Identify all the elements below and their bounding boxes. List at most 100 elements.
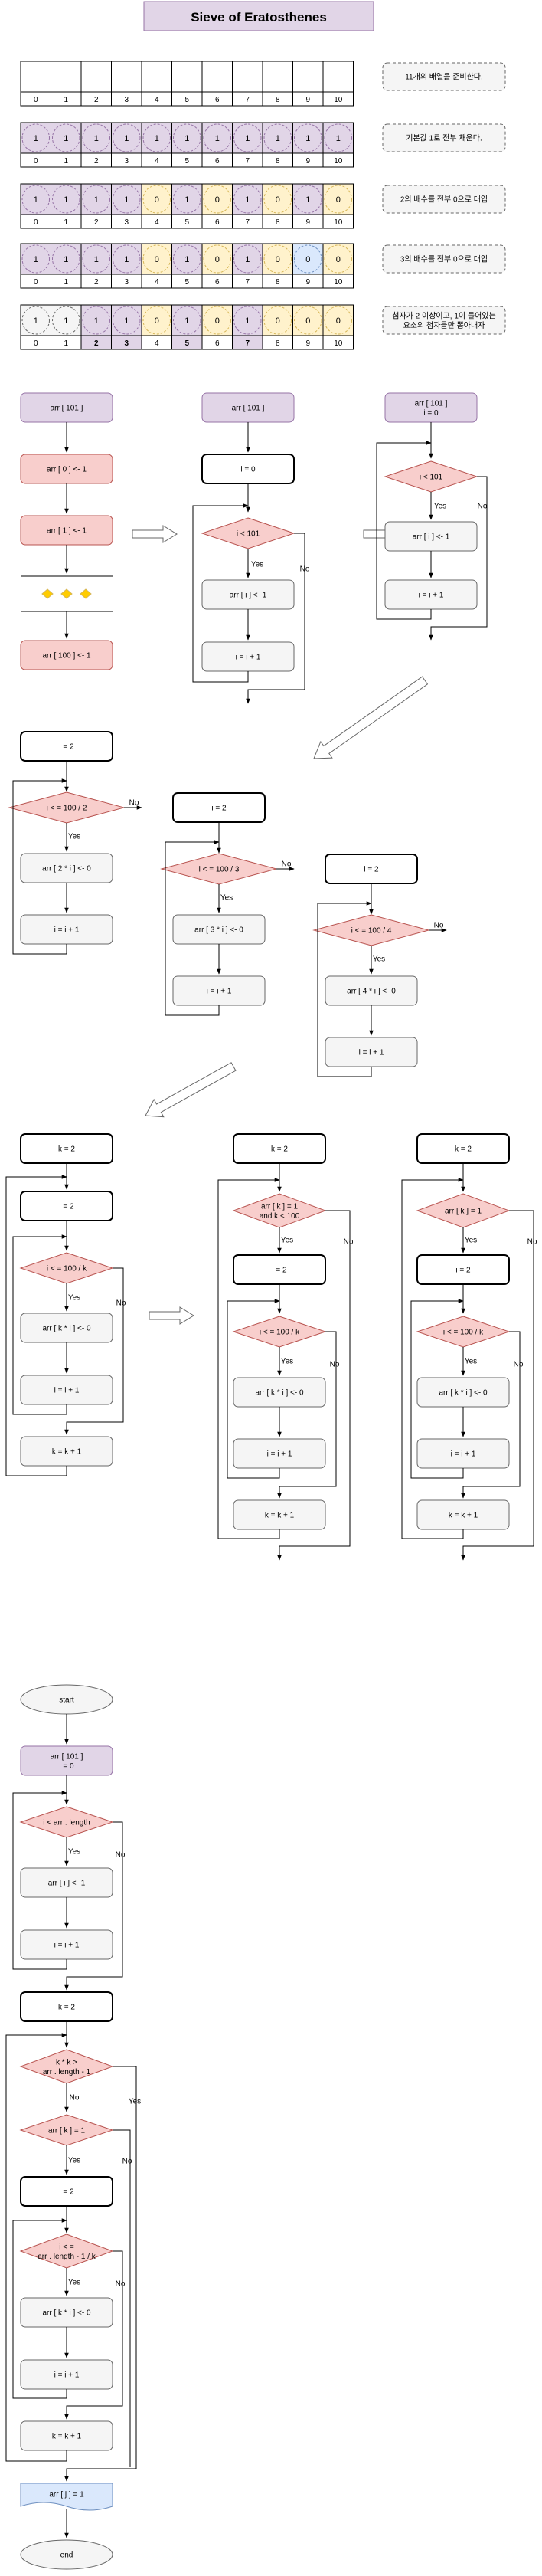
array-cell-value: 1 [34, 195, 38, 205]
array-cell [171, 304, 203, 336]
array-index: 1 [64, 339, 68, 348]
array-index: 5 [184, 278, 189, 287]
exit-line [461, 1210, 534, 1561]
array-index: 8 [276, 157, 280, 166]
array-cell-value: 1 [245, 134, 250, 143]
array-cell-value: 1 [94, 316, 99, 326]
exit-line [429, 476, 488, 641]
arr1-box-label: arr [ 1 ] <- 1 [47, 527, 87, 536]
array-cell-marker [233, 123, 262, 152]
arr101-i0-box-label: i = 0 [423, 409, 439, 418]
array-cell-marker [263, 306, 292, 335]
array-cell-marker [294, 244, 322, 274]
array-cell-marker [294, 306, 322, 335]
assign-box-k-label: arr [ k * i ] <- 0 [42, 1325, 91, 1333]
len-k-diamond-label: i < = [59, 2243, 74, 2251]
array-cell [232, 122, 263, 154]
array-cell-marker [203, 244, 231, 274]
exit-line [64, 2250, 123, 2420]
array-index-cell [322, 91, 354, 107]
loop-line [227, 1299, 280, 1479]
array-index: 8 [276, 218, 280, 227]
array-index: 7 [245, 278, 250, 287]
array-cell [201, 183, 233, 215]
yes-label: Yes [68, 2279, 80, 2287]
end-label: end [60, 2551, 73, 2560]
i-inc-box-2-label: i = i + 1 [419, 592, 444, 600]
array-cell-marker [233, 185, 262, 214]
array-cell-marker [324, 185, 352, 214]
array-cell-marker [82, 306, 110, 335]
arr0-box-label: arr [ 0 ] <- 1 [47, 466, 87, 474]
i-inc-box-final-label: i = i + 1 [54, 1942, 80, 1950]
array-cell-value: 1 [124, 195, 129, 205]
array-cell-marker [294, 123, 322, 152]
arr101-i0-box-label: arr [ 101 ] [415, 399, 448, 408]
array-cell-marker [203, 185, 231, 214]
k2-box-a-label: k = 2 [271, 1145, 288, 1154]
array-cell [262, 61, 293, 93]
array-cell-marker [52, 123, 80, 152]
array-index: 10 [334, 157, 343, 166]
array-index: 10 [334, 96, 343, 104]
no-label: No [122, 2158, 132, 2166]
output-label: arr [ j ] = 1 [49, 2491, 84, 2499]
len-diamond-label: i < arr . length [43, 1819, 90, 1827]
array-index: 8 [276, 278, 280, 287]
array-cell-marker [82, 123, 110, 152]
array-cell-value: 1 [34, 134, 38, 143]
array-cell [322, 243, 354, 275]
array-cell-marker [233, 306, 262, 335]
array-cell-marker [142, 185, 171, 214]
array-cell [171, 122, 203, 154]
i-inc-box-k-label: i = i + 1 [54, 1387, 80, 1395]
yes-label: Yes [220, 894, 233, 903]
array-cell [51, 122, 82, 154]
i2-box-a-label: i = 2 [272, 1267, 287, 1275]
diagram-title: Sieve of Eratosthenes [191, 10, 327, 25]
array-index: 10 [334, 339, 343, 348]
array-cell-value: 1 [155, 134, 159, 143]
array-note-label: 첨자가 2 이상이고, 1이 들어있는 [392, 311, 495, 320]
yes-label: Yes [68, 1294, 80, 1303]
array-cell-value: 0 [215, 255, 220, 264]
array-cell [111, 243, 142, 275]
array-index: 3 [124, 339, 129, 348]
array-cell [20, 61, 51, 93]
arri1-box-final-label: arr [ i ] <- 1 [48, 1880, 86, 1888]
yes-label: Yes [281, 1237, 293, 1245]
array-cell-marker [173, 185, 201, 214]
cond-diamond-k-label: i < = 100 / k [47, 1265, 87, 1273]
output-box [20, 2483, 113, 2511]
k-inc-box-a-label: k = k + 1 [265, 1512, 295, 1520]
array-cell-value: 0 [336, 316, 341, 326]
loop-line [376, 441, 432, 620]
array-cell-value: 1 [184, 195, 189, 205]
array-cell [51, 243, 82, 275]
exit-line [64, 1267, 124, 1435]
array-index: 3 [124, 218, 129, 227]
ellipsis-diamond [60, 588, 73, 599]
array-cell [322, 183, 354, 215]
array-cell-marker [324, 123, 352, 152]
array-cell-marker [52, 185, 80, 214]
array-cell-marker [82, 244, 110, 274]
array-index: 6 [215, 339, 220, 348]
array-cell-marker [142, 306, 171, 335]
array-index: 1 [64, 96, 68, 104]
array-index: 3 [124, 157, 129, 166]
array-index: 7 [245, 339, 250, 348]
yes-label: Yes [129, 2098, 141, 2106]
array-cell [201, 243, 233, 275]
array-index: 4 [155, 96, 159, 104]
array-cell [51, 61, 82, 93]
arri1-box-2-label: arr [ i ] <- 1 [413, 533, 450, 542]
array-index: 7 [245, 218, 250, 227]
array-cell-marker [233, 244, 262, 274]
array-cell [141, 61, 172, 93]
array-cell-value: 1 [245, 316, 250, 326]
array-cell [171, 243, 203, 275]
i-inc-box-final-2-label: i = i + 1 [54, 2371, 80, 2380]
array-cell-value: 1 [305, 134, 310, 143]
loop-line [12, 1234, 67, 1415]
